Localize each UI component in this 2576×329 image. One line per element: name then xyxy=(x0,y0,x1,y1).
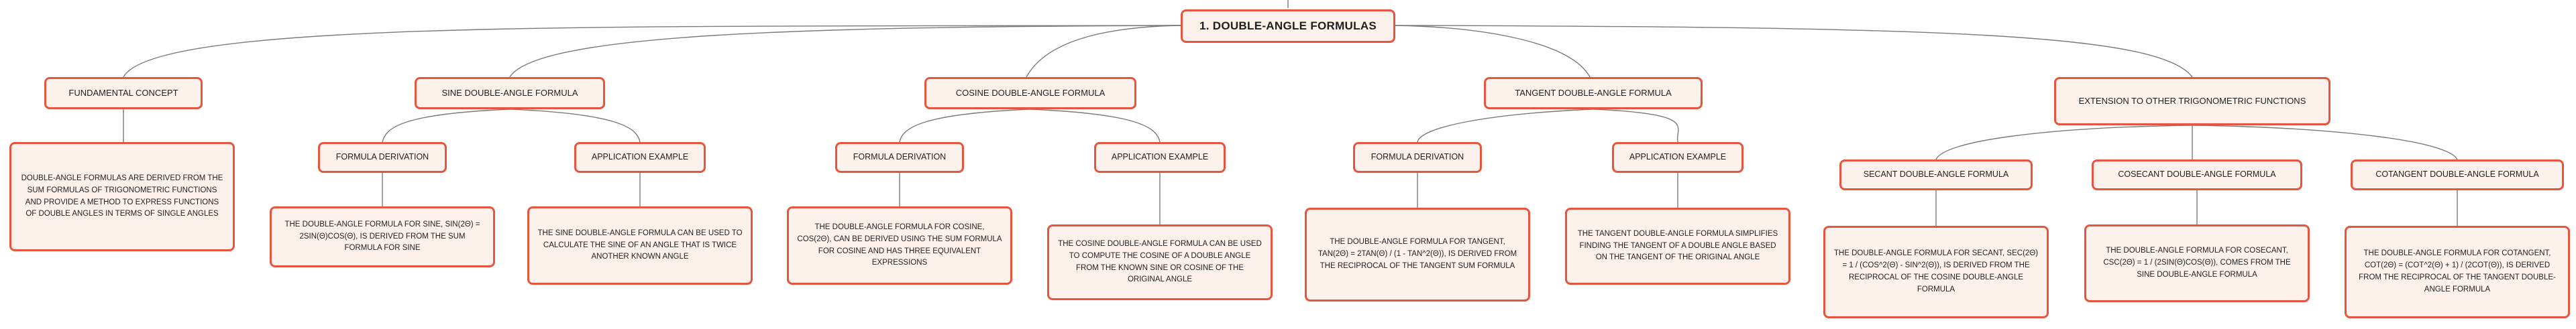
sine-derivation-detail[interactable]: THE DOUBLE-ANGLE FORMULA FOR SINE, SIN(2… xyxy=(270,206,495,267)
tangent-formula-node[interactable]: TANGENT DOUBLE-ANGLE FORMULA xyxy=(1484,77,1703,109)
connector-line xyxy=(1395,25,1591,78)
sine-application-detail[interactable]: THE SINE DOUBLE-ANGLE FORMULA CAN BE USE… xyxy=(527,206,753,285)
connector-line xyxy=(1935,125,2193,160)
connector-line xyxy=(1417,109,1594,143)
fundamental-concept-node[interactable]: FUNDAMENTAL CONCEPT xyxy=(44,77,203,109)
connector-line xyxy=(1026,25,1181,78)
cotangent-formula-node[interactable]: COTANGENT DOUBLE-ANGLE FORMULA xyxy=(2351,159,2564,190)
tangent-application-node[interactable]: APPLICATION EXAMPLE xyxy=(1612,142,1743,173)
tangent-derivation-node[interactable]: FORMULA DERIVATION xyxy=(1353,142,1482,173)
root-node[interactable]: 1. DOUBLE-ANGLE FORMULAS xyxy=(1181,9,1395,43)
tangent-application-detail[interactable]: THE TANGENT DOUBLE-ANGLE FORMULA SIMPLIF… xyxy=(1565,208,1790,285)
secant-formula-node[interactable]: SECANT DOUBLE-ANGLE FORMULA xyxy=(1839,159,2033,190)
cosine-formula-node[interactable]: COSINE DOUBLE-ANGLE FORMULA xyxy=(924,77,1136,109)
cosecant-formula-node[interactable]: COSECANT DOUBLE-ANGLE FORMULA xyxy=(2092,159,2302,190)
fundamental-concept-detail[interactable]: DOUBLE-ANGLE FORMULAS ARE DERIVED FROM T… xyxy=(9,142,235,251)
sine-derivation-node[interactable]: FORMULA DERIVATION xyxy=(318,142,447,173)
sine-application-node[interactable]: APPLICATION EXAMPLE xyxy=(574,142,706,173)
connector-line xyxy=(382,109,511,143)
cotangent-formula-detail[interactable]: THE DOUBLE-ANGLE FORMULA FOR COTANGENT, … xyxy=(2345,226,2570,318)
cosine-application-node[interactable]: APPLICATION EXAMPLE xyxy=(1094,142,1226,173)
sine-formula-node[interactable]: SINE DOUBLE-ANGLE FORMULA xyxy=(415,77,605,109)
extension-node[interactable]: EXTENSION TO OTHER TRIGONOMETRIC FUNCTIO… xyxy=(2054,77,2330,125)
cosine-derivation-detail[interactable]: THE DOUBLE-ANGLE FORMULA FOR COSINE, COS… xyxy=(787,206,1012,285)
cosine-derivation-node[interactable]: FORMULA DERIVATION xyxy=(835,142,964,173)
connector-line xyxy=(509,25,1181,78)
tangent-derivation-detail[interactable]: THE DOUBLE-ANGLE FORMULA FOR TANGENT, TA… xyxy=(1305,208,1530,302)
connector-line xyxy=(899,109,1031,143)
connector-line xyxy=(1030,109,1161,143)
connector-line xyxy=(2192,125,2458,160)
cosecant-formula-detail[interactable]: THE DOUBLE-ANGLE FORMULA FOR COSECANT, C… xyxy=(2084,224,2310,302)
connector-line xyxy=(1593,109,1679,143)
secant-formula-detail[interactable]: THE DOUBLE-ANGLE FORMULA FOR SECANT, SEC… xyxy=(1823,226,2049,318)
connector-line xyxy=(1395,25,2193,78)
cosine-application-detail[interactable]: THE COSINE DOUBLE-ANGLE FORMULA CAN BE U… xyxy=(1047,224,1273,300)
connector-line xyxy=(509,109,641,143)
connector-line xyxy=(123,25,1181,78)
